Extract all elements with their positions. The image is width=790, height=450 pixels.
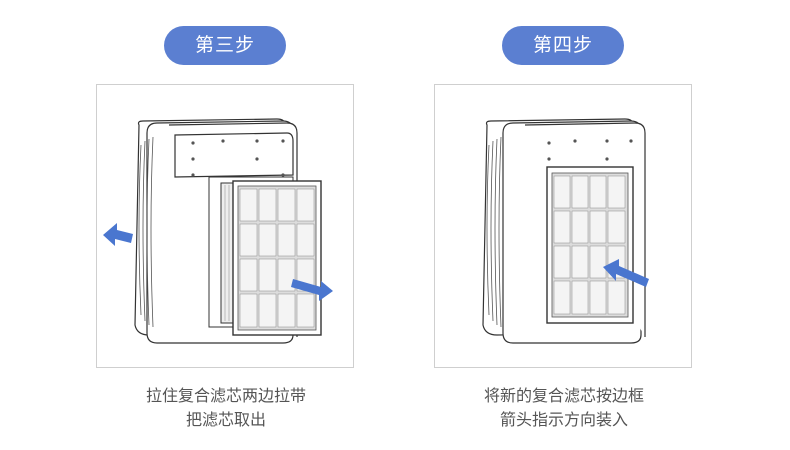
side-ribs: [486, 136, 502, 328]
insert-arrow-icon: [603, 259, 649, 287]
side-ribs: [138, 136, 154, 328]
pull-left-arrow-icon: [103, 223, 133, 246]
caption-line-2: 把滤芯取出: [185, 410, 266, 429]
step-caption: 将新的复合滤芯按边框 箭头指示方向装入: [434, 384, 694, 432]
caption-line-1: 将新的复合滤芯按边框: [483, 386, 644, 405]
illustration-frame: [96, 84, 354, 368]
step-badge: 第三步: [164, 26, 286, 65]
caption-line-2: 箭头指示方向装入: [499, 410, 628, 429]
step-caption: 拉住复合滤芯两边拉带 把滤芯取出: [96, 384, 356, 432]
step-badge: 第四步: [502, 26, 624, 65]
purifier-insert-illustration: [482, 118, 649, 344]
purifier-remove-illustration: [103, 118, 333, 344]
composite-filter: [546, 166, 634, 324]
composite-filter: [232, 180, 322, 336]
pull-right-arrow-icon: [291, 279, 333, 301]
caption-line-1: 拉住复合滤芯两边拉带: [145, 386, 306, 405]
illustration-frame: [434, 84, 692, 368]
screw-dots: [191, 139, 285, 177]
